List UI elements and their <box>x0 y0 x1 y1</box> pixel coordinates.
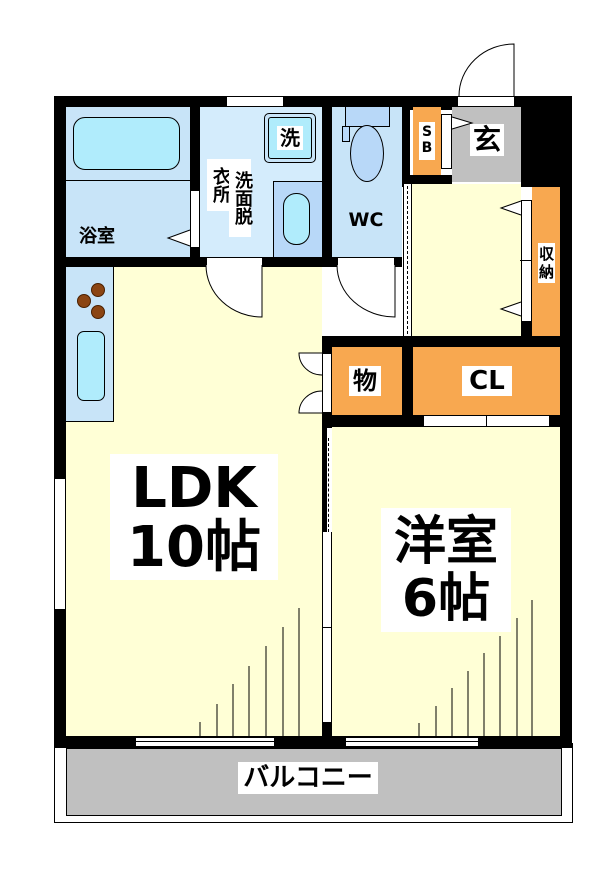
ldk-side-window[interactable] <box>54 478 66 610</box>
vanity-sink <box>283 193 310 245</box>
storage-door-swing-icon <box>298 352 323 414</box>
stove-burner-1 <box>91 283 105 297</box>
kitchen-sink <box>77 331 105 401</box>
washroom-label-col2: 洗面脱 <box>229 159 253 237</box>
wall-closet-bottom <box>521 322 532 336</box>
entrance-label: 玄 <box>470 124 504 156</box>
wall-storage-top <box>322 336 560 347</box>
bathtub <box>73 117 180 170</box>
wall-entrance-bottom <box>402 175 452 184</box>
side-closet-door[interactable] <box>521 200 532 322</box>
bath-door-arrow-icon <box>166 229 191 247</box>
shoe-box-door-arrow-icon <box>451 116 474 130</box>
wall-storage-cl <box>402 347 413 417</box>
washing-machine-label: 洗 <box>277 126 303 150</box>
toilet-bowl <box>350 125 384 182</box>
partition-upper <box>322 427 327 532</box>
toilet-paper <box>342 126 350 142</box>
side-closet-door-mid <box>520 260 532 261</box>
front-door[interactable] <box>457 96 515 107</box>
partition-sliding-door[interactable] <box>322 532 332 724</box>
ldk-curtain-lines <box>182 608 300 742</box>
shoe-box-door[interactable] <box>441 114 452 169</box>
storage-door[interactable] <box>322 353 332 413</box>
outer-wall-right <box>560 96 572 748</box>
bathroom-divider <box>66 180 190 181</box>
washroom-label-col1: 衣所 <box>207 159 231 211</box>
partition-lower <box>322 722 332 736</box>
wc-door-swing-icon <box>336 264 396 318</box>
side-closet-label: 収納 <box>538 243 555 283</box>
stove-burner-2 <box>77 294 91 308</box>
wall-bath-wash <box>190 107 200 262</box>
bathroom-label: 浴室 <box>79 226 115 247</box>
western-window-line <box>345 741 479 742</box>
partition-dash <box>328 438 329 532</box>
washroom-door-swing-icon <box>205 264 263 318</box>
western-balcony-window[interactable] <box>345 737 479 747</box>
toilet-label: WC <box>348 209 384 231</box>
bath-door[interactable] <box>190 190 200 248</box>
balcony-label: バルコニー <box>238 762 378 794</box>
wall-wc-hall <box>402 107 410 187</box>
side-closet-arrow-top-icon <box>499 200 522 216</box>
side-closet-arrow-bottom-icon <box>499 301 522 317</box>
closet-label: CL <box>462 366 512 396</box>
washroom-window[interactable] <box>226 96 284 107</box>
hallway <box>412 184 521 336</box>
front-door-swing-icon <box>458 43 515 97</box>
western-curtain-lines <box>418 600 533 736</box>
wall-wash-wc <box>322 107 332 262</box>
outer-wall-left <box>54 96 66 748</box>
toilet-tank <box>345 107 390 127</box>
partition-door-mid <box>322 627 332 628</box>
ldk-balcony-window[interactable] <box>135 737 275 747</box>
wall-entrance-right <box>521 107 560 187</box>
ldk-window-line <box>135 741 275 742</box>
stove-burner-3 <box>91 305 105 319</box>
storage-label: 物 <box>349 366 381 396</box>
outer-wall-top <box>54 96 572 110</box>
hallway-dash <box>407 186 408 334</box>
closet-door-mid <box>486 415 487 427</box>
